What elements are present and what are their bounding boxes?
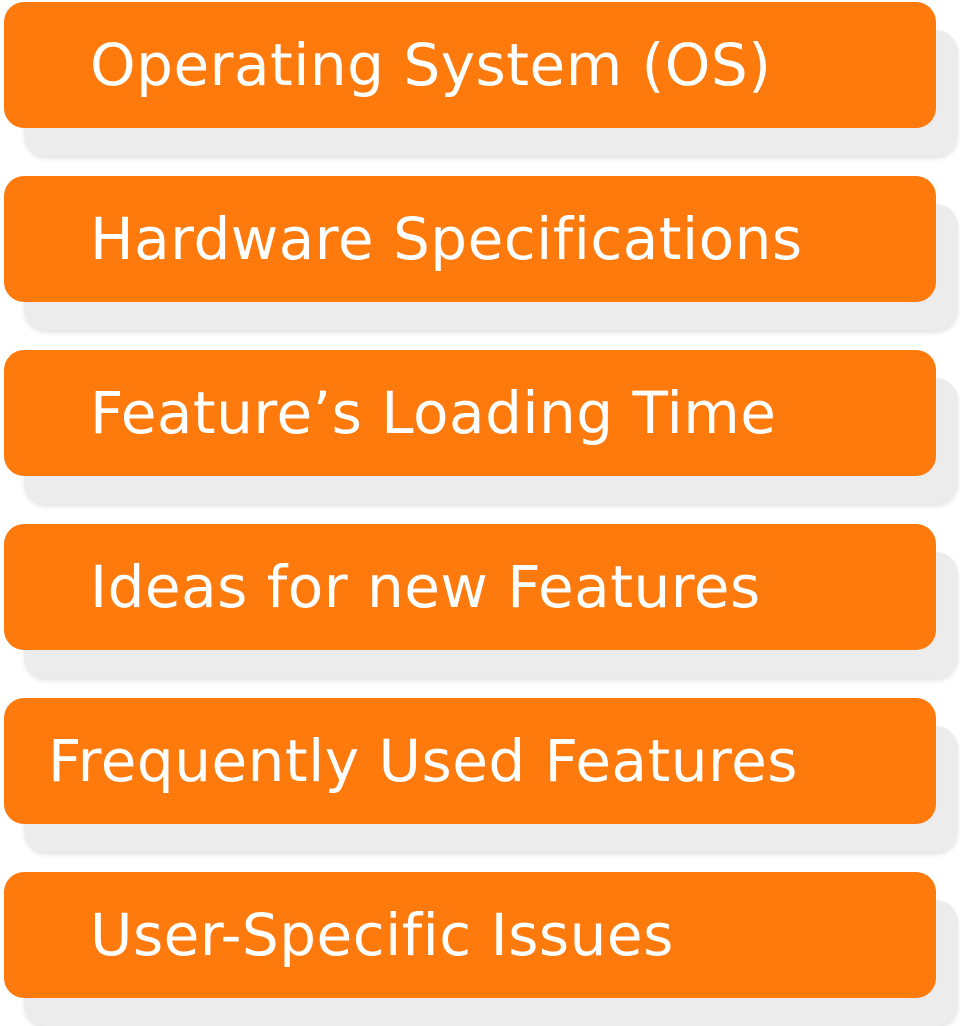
card-operating-system: Operating System (OS) bbox=[4, 2, 936, 128]
card-label: Hardware Specifications bbox=[90, 205, 803, 273]
list-item: User-Specific Issues bbox=[4, 872, 958, 1026]
card-frequently-used-features: Frequently Used Features bbox=[4, 698, 936, 824]
list-item: Frequently Used Features bbox=[4, 698, 958, 852]
card-label: Feature’s Loading Time bbox=[90, 379, 777, 447]
card-ideas-new-features: Ideas for new Features bbox=[4, 524, 936, 650]
list-item: Feature’s Loading Time bbox=[4, 350, 958, 504]
card-label: User-Specific Issues bbox=[90, 901, 674, 969]
list-item: Operating System (OS) bbox=[4, 2, 958, 156]
card-feature-loading-time: Feature’s Loading Time bbox=[4, 350, 936, 476]
list-item: Hardware Specifications bbox=[4, 176, 958, 330]
card-label: Operating System (OS) bbox=[90, 31, 772, 99]
card-label: Ideas for new Features bbox=[90, 553, 761, 621]
card-user-specific-issues: User-Specific Issues bbox=[4, 872, 936, 998]
card-label: Frequently Used Features bbox=[48, 727, 799, 795]
card-hardware-specifications: Hardware Specifications bbox=[4, 176, 936, 302]
list-item: Ideas for new Features bbox=[4, 524, 958, 678]
